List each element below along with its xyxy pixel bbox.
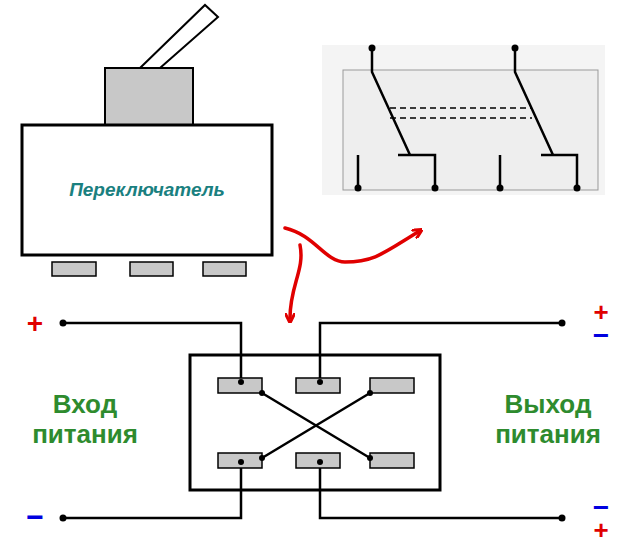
polarity-sign: − [593,320,609,352]
polarity-sign: + [27,308,43,340]
input-label: Вход питания [10,390,160,450]
polarity-sign: − [26,500,44,535]
polarity-sign: + [593,516,608,546]
switch-body: Переключатель [22,125,272,255]
pointer-arrows [285,228,418,318]
switch-schematic [322,45,605,196]
switch-label: Переключатель [69,179,225,201]
toggle-switch [22,5,272,276]
output-label: Выход питания [473,390,623,450]
